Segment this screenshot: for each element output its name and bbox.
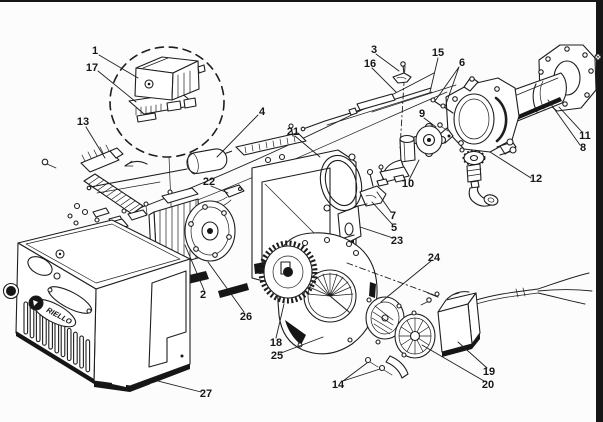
callout-21: 21 [287,126,299,138]
callout-9: 9 [419,108,425,120]
clamp-ring [319,154,363,212]
burner-cover: RIELLO [2,219,191,392]
callout-14: 14 [332,379,345,391]
callout-24: 24 [428,252,441,264]
brand-badge: RIELLO [28,295,77,328]
oil-line-rod [300,84,457,132]
capacitor [86,148,233,194]
head-screws [430,97,454,114]
callout-16: 16 [364,58,376,70]
control-box-socket [128,92,197,123]
callout-17: 17 [86,62,98,74]
callout-11: 11 [579,130,591,142]
callout-1: 1 [92,45,98,57]
callout-8: 8 [580,142,586,154]
callout-15: 15 [432,47,444,59]
callout-leaders [85,53,583,393]
callout-26: 26 [240,311,252,323]
fan-impeller-drum [258,240,318,304]
callout-19: 19 [483,366,495,378]
callout-22: 22 [203,176,215,188]
callout-5: 5 [391,222,397,234]
ventilation-slots [23,301,91,373]
damper-screws [364,355,409,379]
callout-6: 6 [459,57,465,69]
air-damper-disc [365,296,405,345]
callout-12: 12 [530,173,542,185]
control-box [134,56,206,101]
callout-2: 2 [200,289,206,301]
pump-flange-disc [411,122,449,158]
callout-7: 7 [390,210,396,222]
callout-18: 18 [270,337,282,349]
air-pressure-elbow [376,134,416,187]
callout-4: 4 [259,106,266,118]
motor-capacitor-box [420,272,593,357]
frame-rail [235,123,307,156]
callout-25: 25 [271,350,283,362]
callout-3: 3 [371,44,377,56]
callout-13: 13 [77,116,89,128]
callout-27: 27 [200,388,212,400]
callout-10: 10 [402,178,414,190]
terminal-block [41,144,148,226]
callout-20: 20 [482,379,494,391]
combustion-head [438,76,520,155]
nozzle-valve-assembly [459,138,517,207]
callout-23: 23 [391,235,403,247]
connector-lead [212,184,245,208]
rod-clamp [392,61,412,84]
